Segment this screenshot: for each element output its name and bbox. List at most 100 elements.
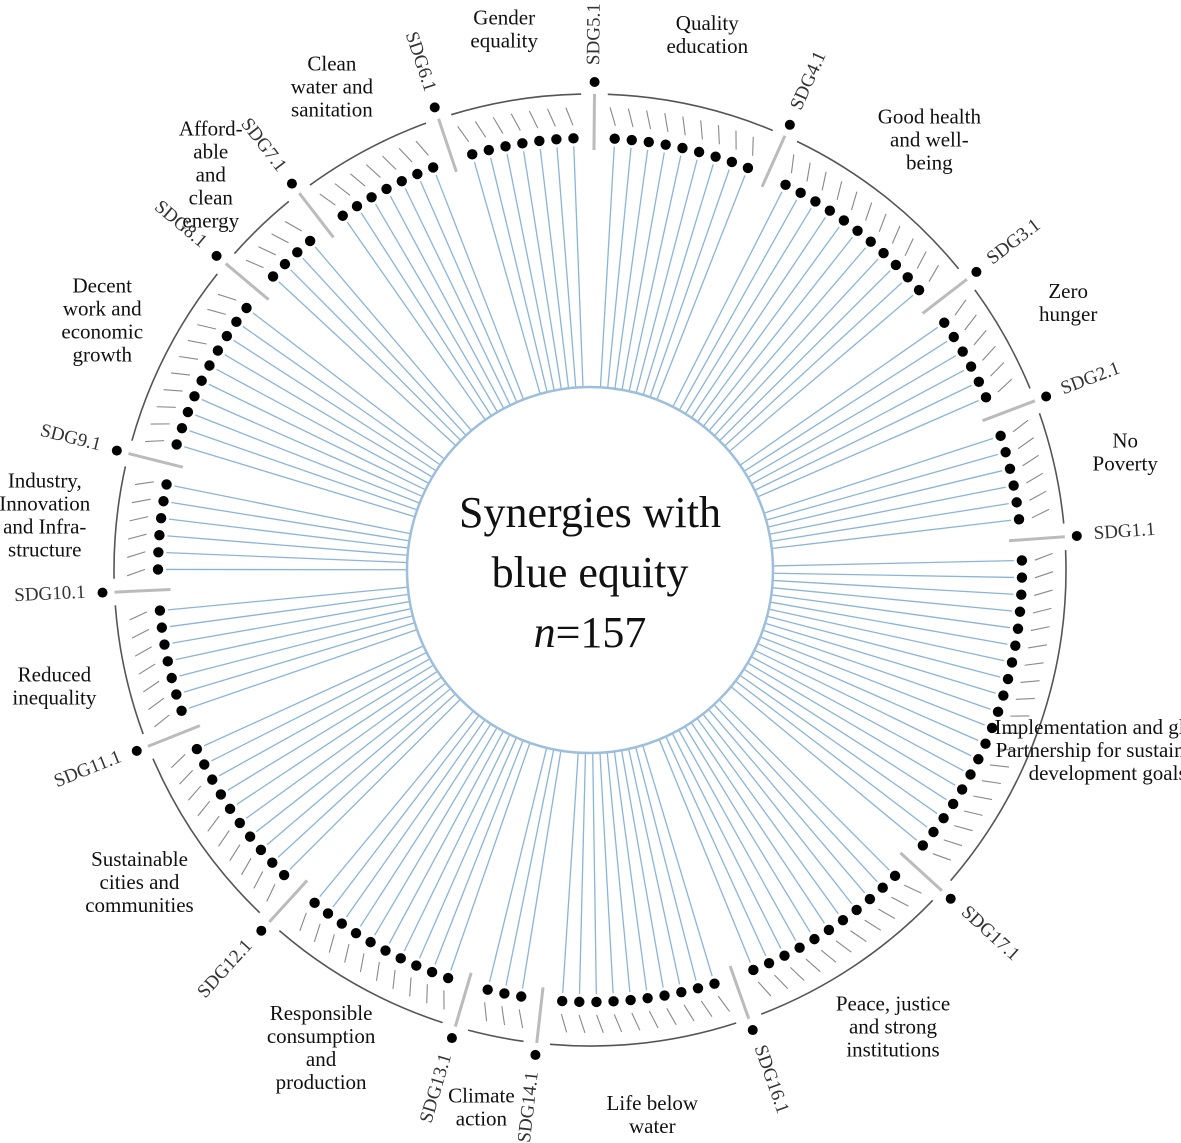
synergy-spoke — [208, 383, 426, 491]
synergy-spoke — [739, 326, 939, 466]
synergy-dot — [574, 996, 585, 1008]
goal-label-line: Reduced — [18, 662, 92, 686]
synergy-dot — [199, 759, 210, 770]
synergy-dot — [780, 179, 791, 190]
segment-arc — [233, 200, 290, 255]
target-label-mark — [973, 795, 993, 801]
sdg-marker-dot — [429, 102, 440, 113]
segment-separator — [592, 94, 596, 151]
target-label-mark — [197, 324, 217, 330]
synergy-dot — [864, 893, 876, 905]
synergy-spoke — [771, 594, 1011, 629]
target-label-mark — [319, 193, 336, 206]
target-label-mark — [179, 769, 194, 785]
synergy-spoke — [728, 294, 914, 452]
target-label-mark — [774, 974, 789, 990]
synergy-dot — [877, 882, 888, 893]
synergy-dot — [255, 844, 267, 856]
synergy-dot — [693, 146, 705, 158]
synergy-spoke — [656, 175, 746, 400]
synergy-spoke — [743, 340, 948, 472]
synergy-dot — [381, 183, 392, 195]
center-count: n=157 — [534, 608, 647, 657]
target-label-mark — [415, 140, 429, 156]
target-label-mark — [717, 995, 730, 1012]
synergy-spoke — [614, 149, 649, 389]
synergy-spoke — [521, 750, 562, 989]
target-label-mark — [501, 1006, 506, 1026]
synergy-spoke — [770, 502, 1009, 542]
synergy-spoke — [195, 414, 420, 504]
synergy-spoke — [539, 148, 570, 389]
target-label-mark — [187, 785, 202, 801]
sdg-marker-dot — [286, 178, 297, 189]
synergy-spoke — [473, 161, 541, 395]
synergy-spoke — [658, 739, 751, 963]
synergy-spoke — [573, 146, 584, 388]
synergy-spoke — [389, 195, 505, 409]
synergy-dot — [171, 689, 182, 700]
synergy-spoke — [236, 670, 438, 805]
segment-arc — [152, 758, 261, 914]
goal-label-line: Clean — [307, 52, 356, 76]
sdg-marker-dot — [530, 1049, 541, 1060]
synergy-spoke — [762, 629, 991, 710]
target-label-mark — [990, 362, 1005, 377]
segment-arc — [1038, 413, 1065, 524]
goal-label-line: economic — [61, 320, 143, 344]
synergy-dot — [709, 978, 720, 989]
target-label-mark — [154, 714, 170, 728]
synergy-dot — [482, 984, 493, 995]
target-label-mark — [328, 934, 335, 953]
synergy-dot — [309, 897, 320, 909]
synergy-spoke — [696, 717, 839, 915]
synergy-dot — [1002, 673, 1014, 685]
goal-label: Implementation and globalPartnership for… — [994, 715, 1181, 785]
center-count-value: =157 — [556, 608, 647, 657]
synergy-dot — [973, 376, 985, 387]
segment-arcs-layer — [113, 93, 1067, 1047]
segment-separator — [535, 987, 545, 1044]
synergy-spoke — [718, 699, 890, 871]
target-label-mark — [835, 940, 852, 953]
target-label-mark — [850, 191, 858, 211]
sdg-marker-dot — [747, 1025, 758, 1036]
synergy-spoke — [419, 181, 518, 403]
goal-label-line: being — [906, 151, 953, 175]
target-label-mark — [129, 516, 149, 522]
synergy-dot — [889, 870, 901, 882]
synergy-spoke — [211, 651, 427, 762]
synergy-dot — [516, 991, 527, 1002]
synergy-spoke — [169, 593, 409, 628]
synergy-dot — [154, 530, 165, 541]
segment-arc — [131, 273, 218, 441]
synergy-dot — [642, 992, 653, 1004]
segment-arc — [114, 605, 144, 735]
target-label-mark — [954, 299, 967, 316]
synergy-dot — [241, 302, 252, 314]
target-label-mark — [143, 680, 160, 693]
synergy-spoke — [375, 203, 499, 413]
goal-label-line: hunger — [1039, 302, 1097, 326]
target-label-mark — [375, 961, 380, 981]
target-label-mark — [258, 246, 276, 256]
sdg-target-label: SDG16.1 — [750, 1042, 794, 1116]
target-label-mark — [928, 264, 939, 282]
synergy-dot — [366, 192, 377, 203]
synergy-spoke — [708, 247, 867, 432]
sdg-marker-dot — [784, 119, 795, 130]
synergy-spoke — [505, 749, 555, 986]
target-label-mark — [954, 825, 973, 832]
synergy-spoke — [754, 649, 972, 757]
target-label-mark — [864, 919, 882, 931]
synergy-dot — [795, 187, 806, 199]
sdg-target-label: SDG1.1 — [1093, 519, 1156, 544]
goal-label-line: water — [629, 1114, 676, 1138]
goal-label-line: No — [1112, 429, 1138, 453]
target-label-mark — [631, 1012, 641, 1031]
synergy-dot — [1013, 514, 1025, 525]
synergy-dot — [166, 672, 177, 684]
